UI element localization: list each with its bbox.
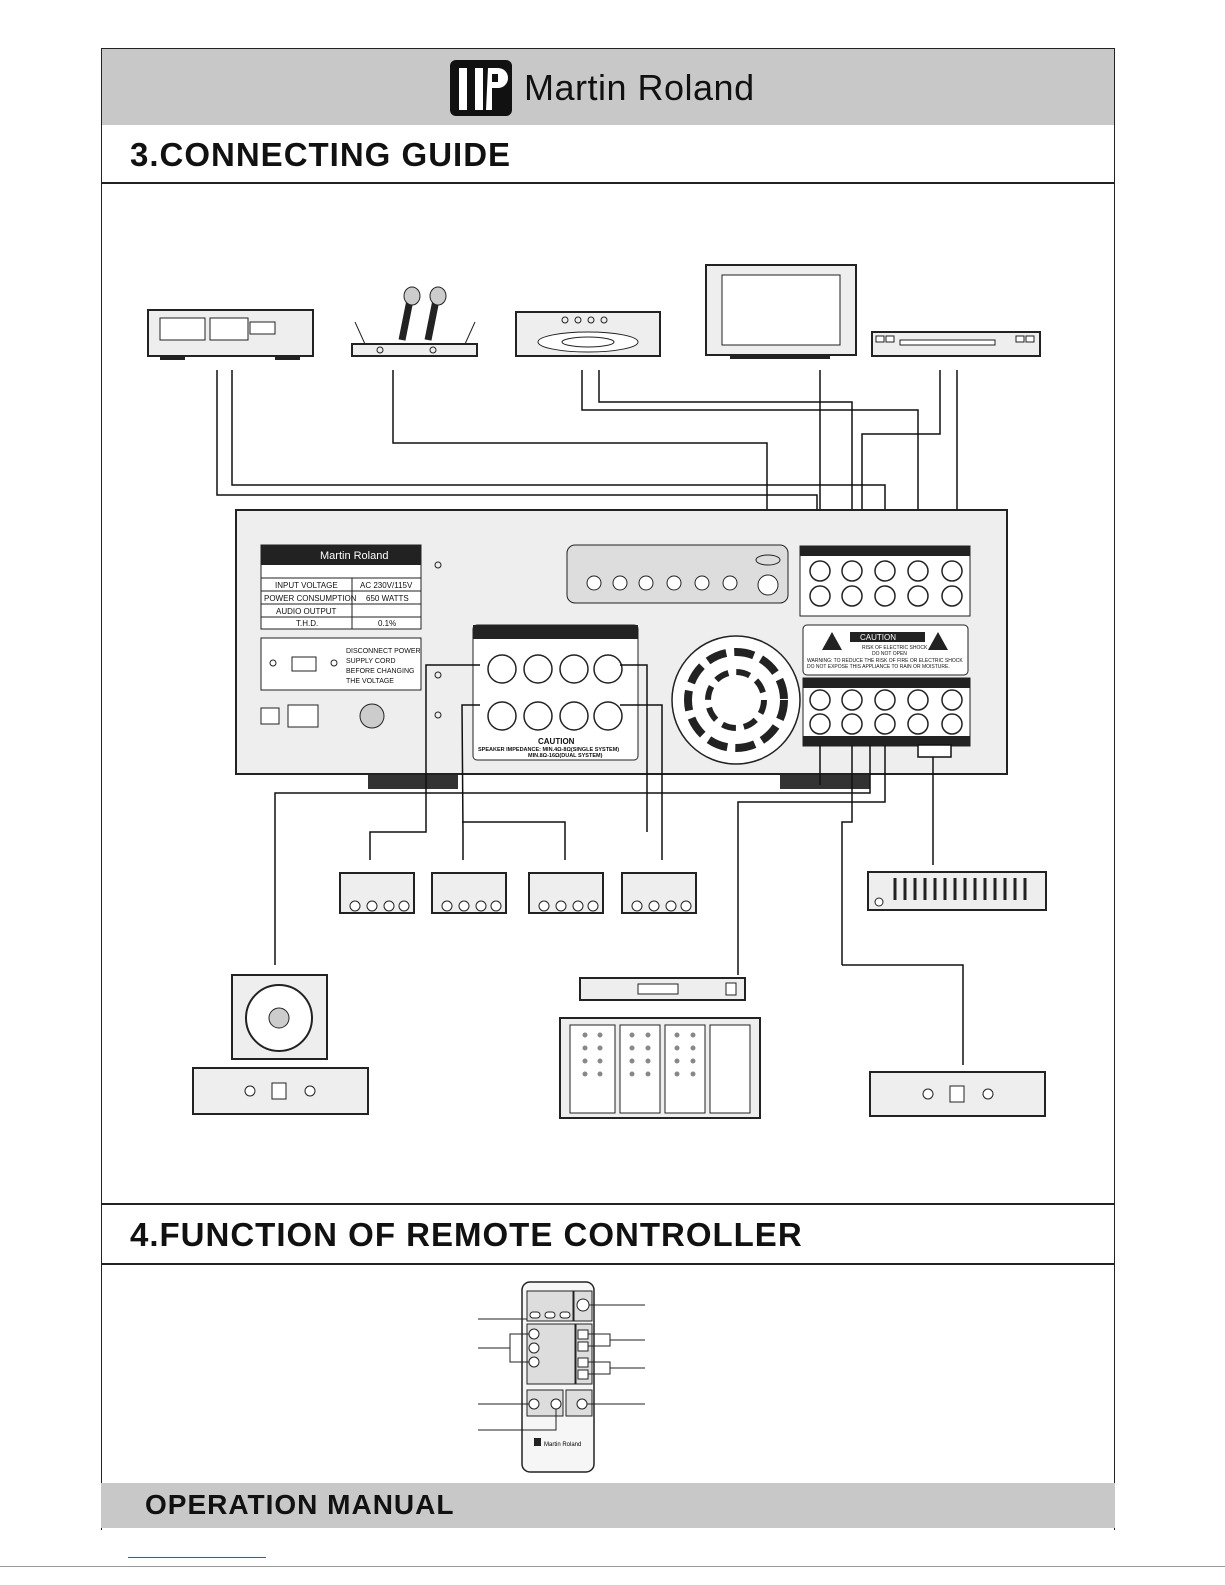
equalizer-device: [867, 871, 1047, 911]
spec-label: AUDIO OUTPUT: [276, 607, 337, 616]
voltage-notice-line: THE VOLTAGE: [346, 678, 394, 685]
dvd-player-device: [871, 331, 1041, 357]
caution-sub: RISK OF ELECTRIC SHOCK: [862, 645, 928, 651]
section-title-connecting: 3.CONNECTING GUIDE: [130, 136, 512, 173]
spec-value: AC 230V/115V: [360, 581, 413, 590]
spec-label: POWER CONSUMPTION: [264, 594, 357, 603]
speaker-device: [528, 872, 604, 914]
disc-player-device: [515, 311, 661, 357]
warning-line: DO NOT EXPOSE THIS APPLIANCE TO RAIN OR …: [807, 664, 950, 670]
speaker-device: [431, 872, 507, 914]
spec-label: INPUT VOLTAGE: [275, 581, 338, 590]
wireless-mic-receiver: [351, 286, 478, 357]
spec-value: 0.1%: [378, 619, 396, 628]
footer-title: OPERATION MANUAL: [145, 1489, 455, 1520]
speaker-caution-title: CAUTION: [538, 737, 575, 746]
voltage-notice-line: SUPPLY CORD: [346, 658, 396, 665]
section-divider: [101, 1263, 1115, 1265]
voltage-notice-line: DISCONNECT POWER: [346, 648, 421, 655]
amplifier-panel-text: Martin Roland INPUT VOLTAGE AC 230V/115V…: [264, 550, 963, 759]
section-title-remote: 4.FUNCTION OF REMOTE CONTROLLER: [130, 1216, 803, 1253]
mixer-device: [559, 977, 761, 1119]
caution-sub: DO NOT OPEN: [872, 651, 907, 657]
voltage-notice-line: BEFORE CHANGING: [346, 668, 414, 675]
cassette-deck-device: [147, 309, 314, 360]
amplifier-rear-panel: [235, 509, 1008, 789]
page-bottom-rule: [0, 1566, 1225, 1567]
power-amplifier-device: [869, 1071, 1046, 1117]
section-divider: [101, 182, 1115, 184]
brand-mark-icon: [450, 60, 512, 116]
speaker-caution-line: SPEAKER IMPEDANCE: MIN.4Ω-8Ω(SINGLE SYST…: [478, 747, 619, 753]
footer-band: [101, 1483, 1115, 1528]
output-cables: [274, 664, 964, 1065]
warning-line: WARNING: TO REDUCE THE RISK OF FIRE OR E…: [807, 658, 963, 664]
spec-label: T.H.D.: [296, 619, 318, 628]
bottom-link-underline: [128, 1557, 266, 1558]
speaker-device: [621, 872, 697, 914]
spec-value: 650 WATTS: [366, 594, 409, 603]
section-divider: [101, 1203, 1115, 1205]
caution-label: CAUTION: [860, 633, 896, 642]
speakers-row: [339, 872, 697, 914]
amp-label-brand: Martin Roland: [320, 550, 388, 562]
remote-controller-diagram: Martin Roland: [478, 1281, 645, 1473]
speaker-device: [339, 872, 415, 914]
subwoofer-device: [192, 974, 369, 1115]
remote-brand: Martin Roland: [544, 1442, 581, 1448]
television-device: [705, 264, 857, 359]
brand-logo: Martin Roland: [450, 60, 755, 116]
speaker-caution-line: MIN.8Ω-16Ω(DUAL SYSTEM): [528, 753, 603, 759]
page-frame: [101, 48, 1115, 1530]
brand-name: Martin Roland: [524, 67, 755, 108]
